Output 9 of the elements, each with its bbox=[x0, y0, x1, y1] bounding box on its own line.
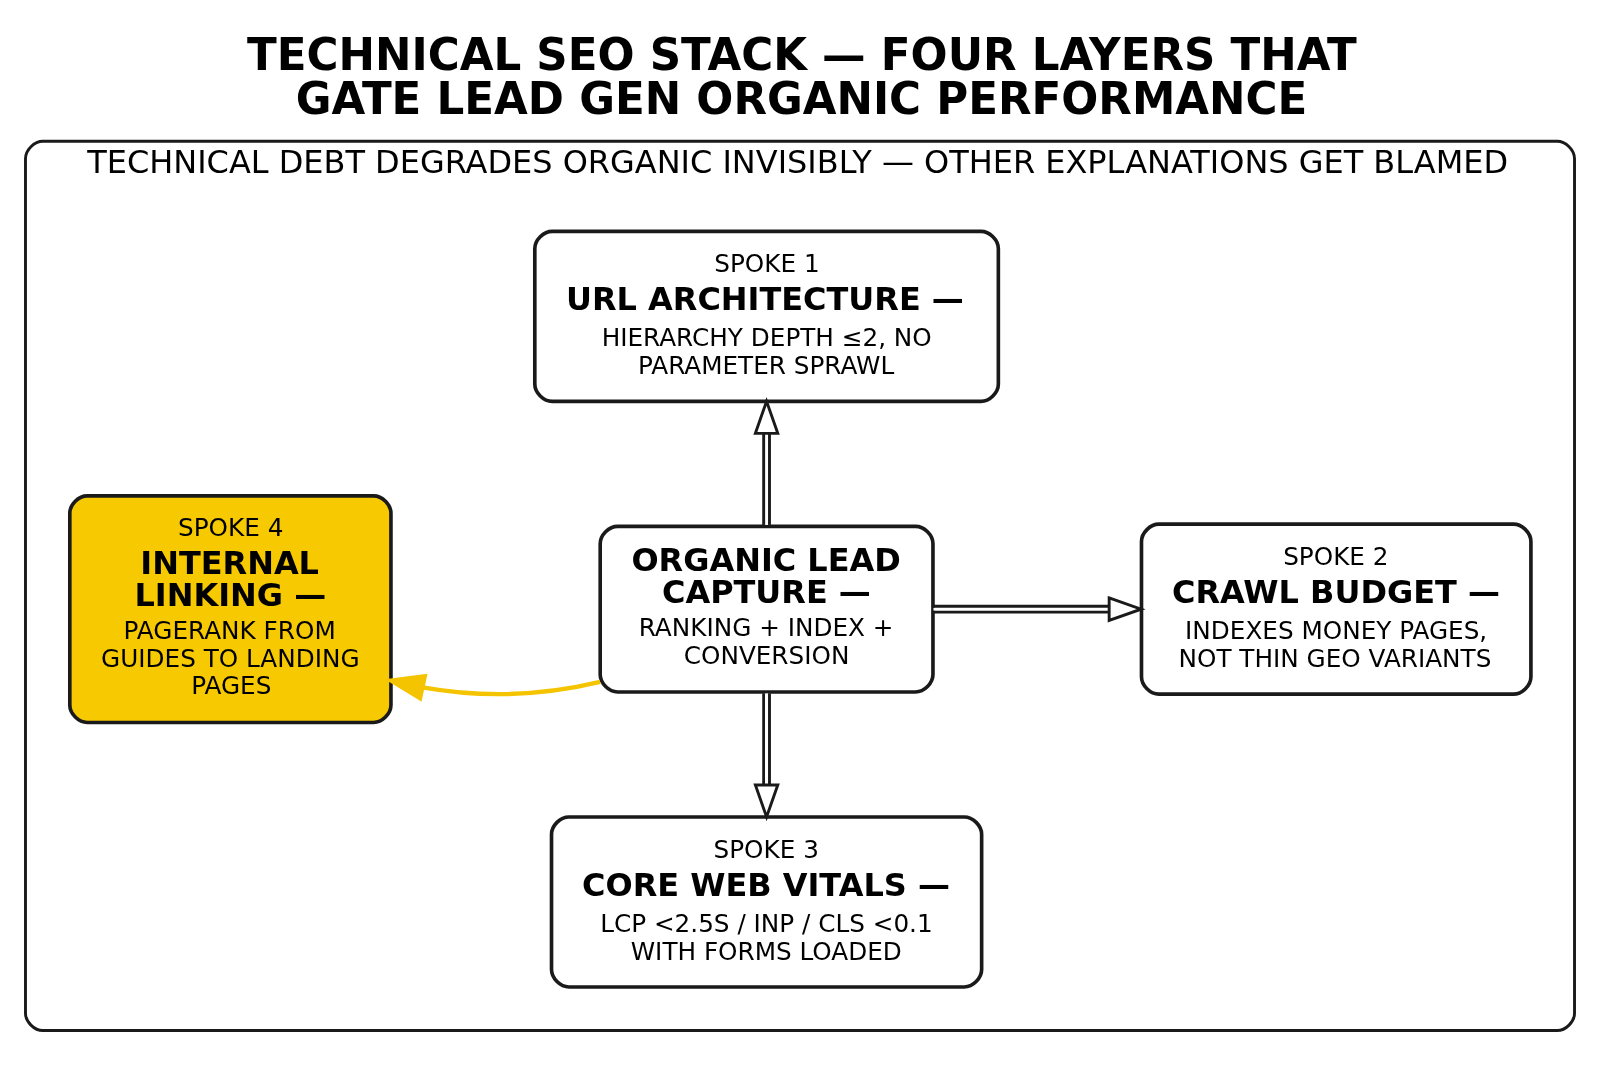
arrow bbox=[753, 693, 780, 822]
node-box: SPOKE 4 INTERNAL LINKING — PAGERANK FROM GUIDES TO LANDING PAGES bbox=[68, 494, 393, 725]
diagram-title: TECHNICAL SEO STACK — FOUR LAYERS THAT GATE LEAD GEN ORGANIC PERFORMANCE bbox=[247, 30, 1357, 124]
node-box: SPOKE 3 CORE WEB VITALS — LCP <2.5S / INP / CLS <0.1 WITH FORMS LOADED bbox=[549, 815, 984, 989]
arrow bbox=[753, 396, 780, 525]
arrow bbox=[933, 595, 1146, 623]
node-box: SPOKE 2 CRAWL BUDGET — INDEXES MONEY PAGES, NOT THIN GEO VARIANTS bbox=[1139, 522, 1533, 696]
node-box: SPOKE 1 URL ARCHITECTURE — HIERARCHY DEPTH ≤2, NO PARAMETER SPRAWL bbox=[533, 229, 1001, 404]
node-box: ORGANIC LEAD CAPTURE — RANKING + INDEX + CONVERSION bbox=[598, 524, 935, 694]
